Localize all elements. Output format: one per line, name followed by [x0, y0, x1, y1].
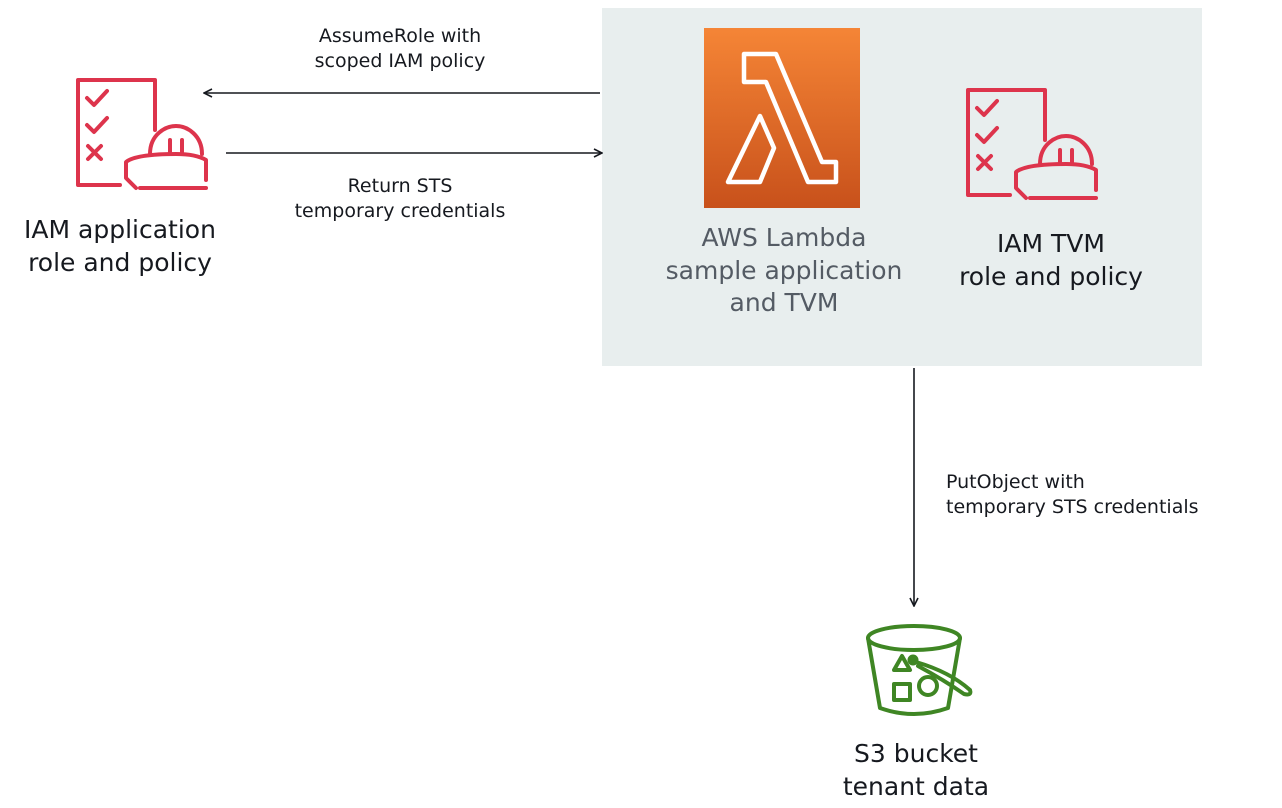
iam-tvm-label: IAM TVM role and policy — [959, 229, 1143, 291]
lambda-group-box — [602, 8, 1202, 366]
iam-role-icon — [966, 88, 1098, 200]
iam-role-icon — [76, 78, 208, 190]
s3-bucket-icon — [866, 624, 973, 716]
return-sts-label: Return STS temporary credentials — [294, 175, 506, 222]
lambda-icon — [704, 28, 860, 208]
put-object-label: PutObject with temporary STS credentials — [946, 471, 1199, 518]
iam-application-label: IAM application role and policy — [24, 215, 216, 277]
s3-bucket-label: S3 bucket tenant data — [842, 739, 990, 801]
lambda-label: AWS Lambda sample application and TVM — [665, 223, 903, 317]
assume-role-label: AssumeRole with scoped IAM policy — [314, 25, 486, 72]
